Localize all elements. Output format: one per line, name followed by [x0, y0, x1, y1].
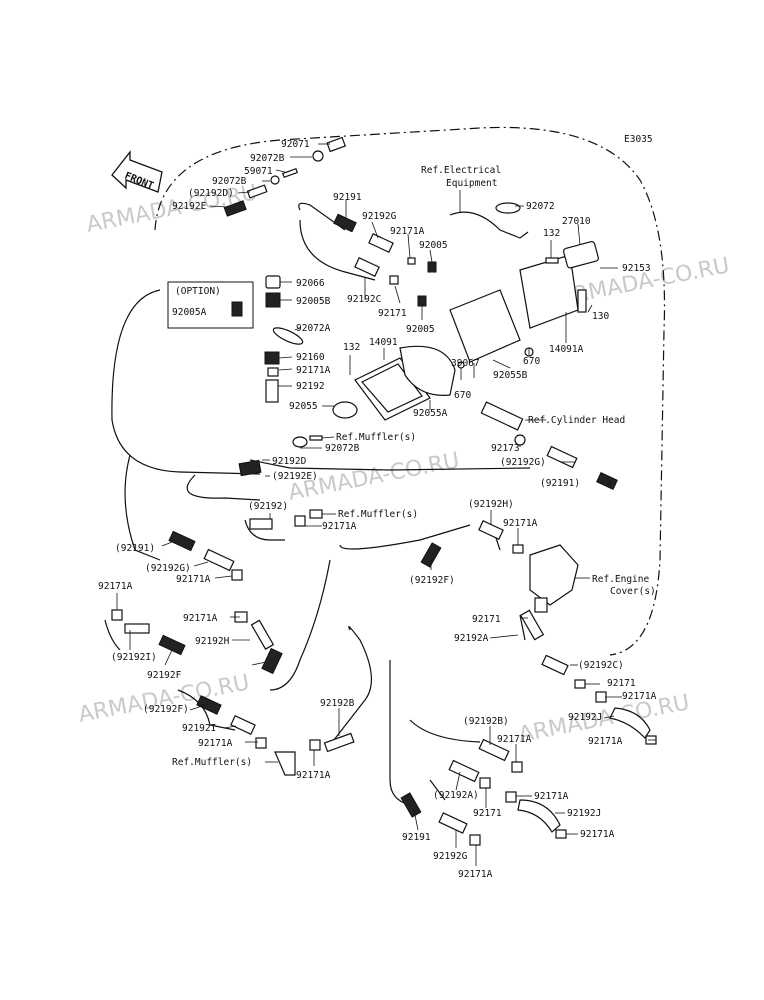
part-label: 92072B	[212, 176, 247, 187]
part-label: 92171	[473, 808, 502, 819]
part-label: 27010	[562, 216, 591, 227]
part-label: 92192A	[454, 633, 489, 644]
part-label: 92171A	[296, 365, 331, 376]
part-label: 92066	[296, 278, 325, 289]
part-label: 92005A	[172, 307, 207, 318]
part-label: 92171A	[503, 518, 538, 529]
part-label: 92171A	[580, 829, 615, 840]
part-label: Ref.Electrical	[421, 165, 501, 176]
part-label: 92055B	[493, 370, 528, 381]
part-label: (92192C)	[578, 660, 624, 671]
part-label: 92192I	[182, 723, 216, 734]
part-label: 92192G	[433, 851, 468, 862]
diagram-code: E3035	[624, 134, 653, 145]
part-label: 92192J	[568, 712, 602, 723]
part-label: 92005	[419, 240, 448, 251]
part-label: Ref.Engine	[592, 574, 649, 585]
part-label: 92071	[281, 139, 310, 150]
part-label: (92192F)	[409, 575, 455, 586]
part-label: 92192B	[320, 698, 355, 709]
part-label: 92171A	[183, 613, 218, 624]
part-label: (92192H)	[468, 499, 514, 510]
part-label: 92160	[296, 352, 325, 363]
part-label: 92171	[378, 308, 407, 319]
frame-outline	[154, 126, 666, 656]
part-label: 670	[523, 356, 540, 367]
part-label: (92191)	[115, 543, 155, 554]
part-label: 92171	[607, 678, 636, 689]
part-label: 92171A	[588, 736, 623, 747]
part-label: 92072	[526, 201, 555, 212]
part-label: 92055	[289, 401, 318, 412]
part-label: (92192F)	[143, 704, 189, 715]
part-label: Ref.Muffler(s)	[172, 757, 252, 768]
part-label: 92192C	[347, 294, 381, 305]
part-label: (92192)	[248, 501, 288, 512]
part-label: (92192G)	[145, 563, 191, 574]
part-label: Equipment	[446, 178, 497, 189]
part-label: 92192D	[272, 456, 307, 467]
part-label: 92171A	[98, 581, 133, 592]
part-label: 92191	[402, 832, 431, 843]
part-label: 92192J	[567, 808, 601, 819]
option-label: (OPTION)	[175, 286, 221, 297]
part-label: 92171A	[198, 738, 233, 749]
part-label: 92171A	[622, 691, 657, 702]
part-label: 92153	[622, 263, 651, 274]
part-label: 59071	[244, 166, 273, 177]
part-labels: E3035 (OPTION) 92071 92072B 59071 92072B…	[98, 134, 657, 880]
part-label: 92171A	[458, 869, 493, 880]
part-label: 92171A	[390, 226, 425, 237]
part-label: Ref.Muffler(s)	[338, 509, 418, 520]
part-label: 92171	[472, 614, 501, 625]
part-label: (92192I)	[111, 652, 157, 663]
part-label: (92192G)	[500, 457, 546, 468]
part-label: 92171A	[296, 770, 331, 781]
part-label: 670	[454, 390, 471, 401]
part-label: 92173	[491, 443, 520, 454]
part-label: (92192A)	[433, 790, 479, 801]
part-label: 132	[543, 228, 560, 239]
parts	[111, 136, 657, 846]
part-label: Ref.Muffler(s)	[336, 432, 416, 443]
part-label: 130	[592, 311, 609, 322]
part-label: 92072B	[250, 153, 285, 164]
hose-routing	[104, 202, 531, 806]
part-label: 92192G	[362, 211, 397, 222]
part-label: 92192	[296, 381, 325, 392]
part-label: 92055A	[413, 408, 448, 419]
part-label: 14091A	[549, 344, 584, 355]
option-box	[167, 281, 254, 329]
part-label: 39067	[451, 358, 480, 369]
part-label: (92191)	[540, 478, 580, 489]
part-label: (92192D)	[188, 188, 234, 199]
part-label: 92005	[406, 324, 435, 335]
part-label: 92171A	[534, 791, 569, 802]
part-label: 92192F	[147, 670, 182, 681]
leader-lines	[116, 143, 656, 866]
front-arrow: FRONT	[111, 150, 163, 193]
part-label: 92171A	[497, 734, 532, 745]
part-label: 92072A	[296, 323, 331, 334]
part-label: (92192E)	[272, 471, 318, 482]
part-label: 92171A	[176, 574, 211, 585]
part-label: Cover(s)	[610, 586, 656, 597]
part-label: 132	[343, 342, 360, 353]
part-label: Ref.Cylinder Head	[528, 415, 625, 426]
part-label: 14091	[369, 337, 398, 348]
part-label: 92191	[333, 192, 362, 203]
part-label: 92171A	[322, 521, 357, 532]
part-label: 92072B	[325, 443, 360, 454]
part-label: 92005B	[296, 296, 331, 307]
part-label: (92192B)	[463, 716, 509, 727]
part-label: 92192E	[172, 201, 207, 212]
part-label: 92192H	[195, 636, 230, 647]
